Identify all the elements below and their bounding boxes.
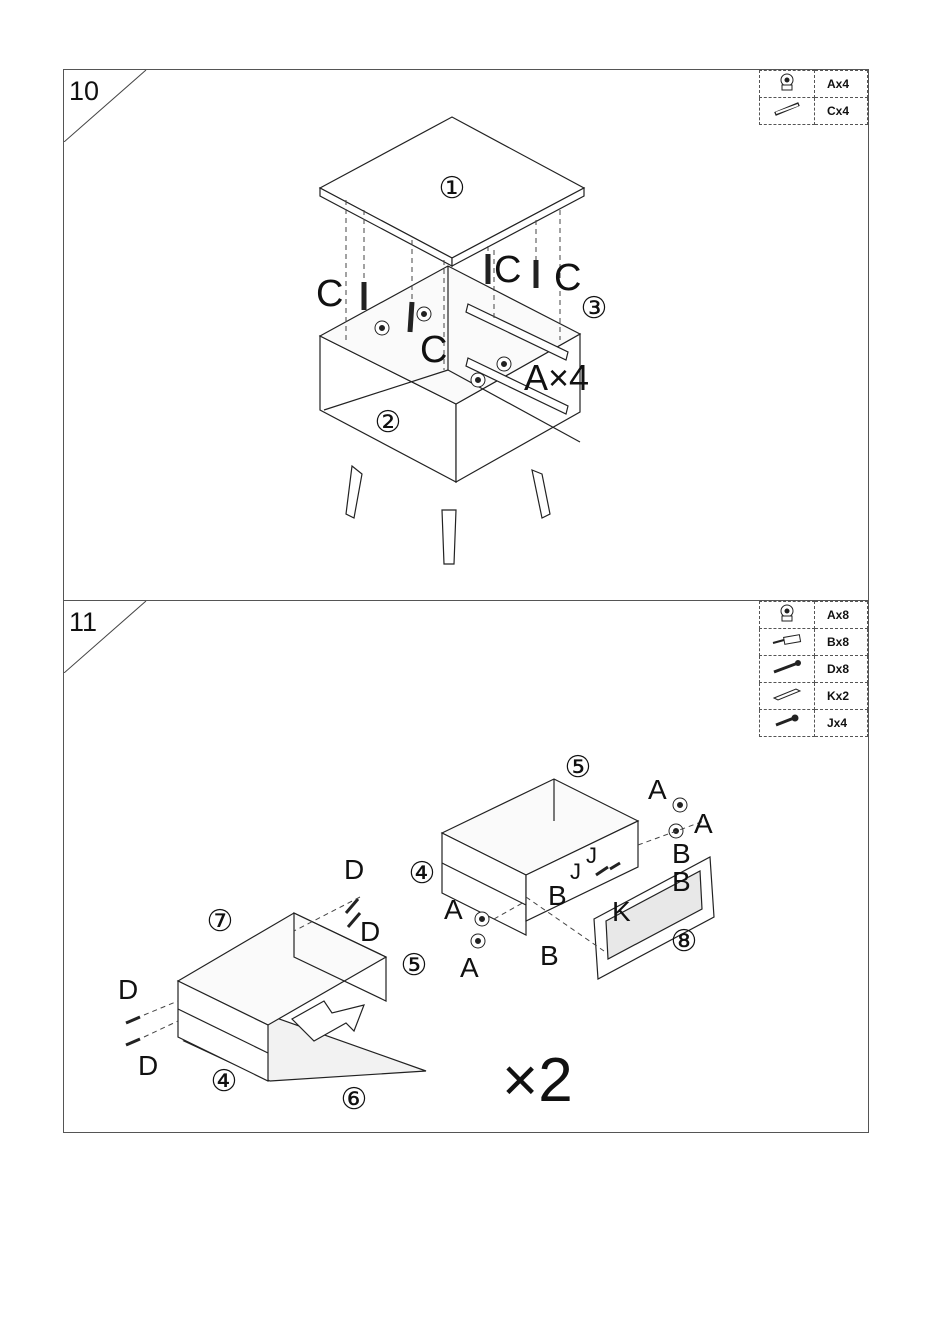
label-b: B [540,940,559,971]
label-a: A [460,952,479,983]
label-d: D [360,916,380,947]
top-panel-label: ① [439,172,466,205]
part-4-label: ④ [409,857,436,890]
step-11-panel: 11 Ax8 Bx8 Dx8 Kx2 [63,600,869,1133]
back-panel-label: ③ [581,292,608,325]
dowel-c-label: C [494,249,521,291]
part-6-label: ⑥ [341,1083,368,1116]
part-7-label: ⑦ [207,905,234,938]
label-d: D [344,854,364,885]
side-panel-label: ② [375,406,402,439]
dowel-c-label: C [316,273,343,315]
step-10-panel: 10 Ax4 Cx4 [63,69,869,601]
label-j: J [570,859,581,884]
dowel-c-label: C [554,257,581,299]
label-b: B [672,838,691,869]
label-j: J [586,843,597,868]
label-d: D [138,1050,158,1081]
label-a: A [648,774,667,805]
cam-count-label: A×4 [524,357,589,398]
step-10-assembly-drawing: ① ② ③ C C C C A×4 [64,70,869,601]
step-11-assembly-drawing: ⑤ ④ ⑦ ⑤ ④ ⑥ ⑧ A A A A B B B B D D D D J … [64,601,869,1133]
quantity-multiplier: ×2 [502,1046,573,1115]
label-a: A [694,808,713,839]
part-4-label: ④ [211,1065,238,1098]
part-8-label: ⑧ [671,925,698,958]
label-d: D [118,974,138,1005]
part-5-label: ⑤ [401,949,428,982]
dowel-c-label: C [420,329,447,371]
label-a: A [444,894,463,925]
label-b: B [548,880,567,911]
part-5-label: ⑤ [565,751,592,784]
label-k: K [612,896,631,927]
label-b: B [672,866,691,897]
